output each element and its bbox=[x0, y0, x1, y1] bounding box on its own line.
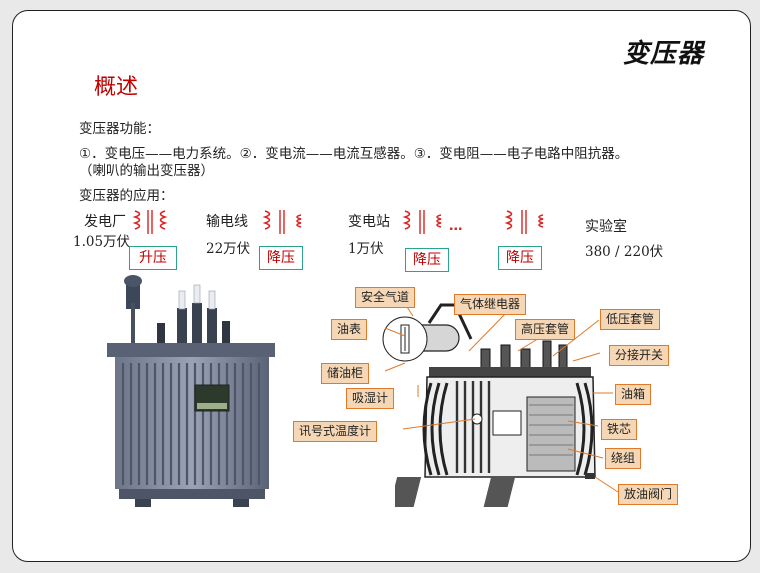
function-line-2: （喇叭的输出变压器） bbox=[79, 163, 214, 179]
label-hv-bushing: 高压套管 bbox=[515, 319, 576, 340]
label-iron-core: 铁芯 bbox=[601, 419, 638, 440]
line-label: 输电线 bbox=[206, 214, 248, 230]
coil-pair-icon bbox=[262, 210, 302, 234]
step-down-box-2: 降压 bbox=[405, 248, 449, 272]
slide: 变压器 概述 变压器功能： ①．变电压——电力系统。②．变电流——电流互感器。③… bbox=[12, 10, 751, 562]
power-transformer-image bbox=[107, 275, 275, 507]
step-down-box-1: 降压 bbox=[259, 246, 303, 270]
step-up-box: 升压 bbox=[129, 246, 177, 270]
corner-title: 变压器 bbox=[622, 39, 704, 69]
function-line-1: ①．变电压——电力系统。②．变电流——电流互感器。③．变电阻——电子电路中阻抗器… bbox=[79, 146, 629, 162]
plant-voltage: 1.05万伏 bbox=[73, 234, 131, 250]
application-heading: 变压器的应用： bbox=[79, 188, 174, 204]
label-breather: 吸湿计 bbox=[346, 388, 395, 409]
section-title: 概述 bbox=[94, 75, 139, 100]
function-heading: 变压器功能： bbox=[79, 121, 160, 137]
oil-gauge-inset bbox=[382, 316, 428, 362]
label-tap-switch: 分接开关 bbox=[609, 345, 670, 366]
plant-label: 发电厂 bbox=[84, 214, 126, 230]
lab-label: 实验室 bbox=[585, 219, 627, 235]
label-winding: 绕组 bbox=[605, 448, 642, 469]
transformer-cutaway-drawing bbox=[395, 303, 596, 507]
label-conservator: 储油柜 bbox=[321, 363, 370, 384]
chain-ellipsis: … bbox=[449, 218, 463, 234]
coil-pair-icon bbox=[504, 210, 544, 234]
label-oil-gauge: 油表 bbox=[331, 319, 368, 340]
step-down-box-3: 降压 bbox=[498, 246, 542, 270]
line-voltage: 22万伏 bbox=[206, 241, 251, 257]
label-drain-valve: 放油阀门 bbox=[618, 484, 679, 505]
coil-pair-icon bbox=[132, 210, 168, 234]
lab-voltage: 380 / 220伏 bbox=[585, 244, 664, 260]
label-thermometer: 讯号式温度计 bbox=[293, 421, 378, 442]
callout-leader-lines bbox=[384, 303, 619, 493]
coil-pair-icon bbox=[402, 210, 442, 234]
label-safety-vent: 安全气道 bbox=[355, 287, 416, 308]
label-oil-tank: 油箱 bbox=[615, 384, 652, 405]
substation-label: 变电站 bbox=[348, 214, 390, 230]
label-gas-relay: 气体继电器 bbox=[454, 294, 527, 315]
label-lv-bushing: 低压套管 bbox=[600, 309, 661, 330]
substation-voltage: 1万伏 bbox=[348, 241, 384, 257]
